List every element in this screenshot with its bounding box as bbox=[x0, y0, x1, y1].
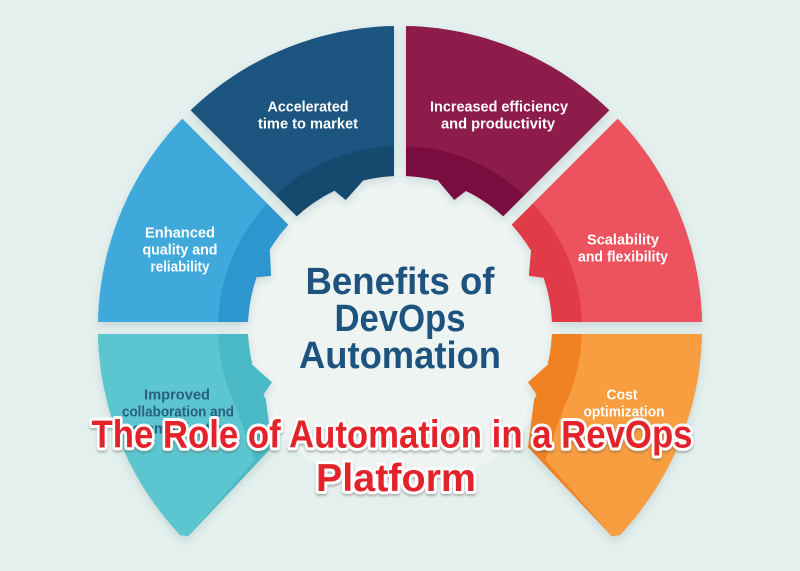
svg-text:Increased efficiency: Increased efficiency bbox=[430, 99, 569, 116]
svg-text:Platform: Platform bbox=[316, 457, 476, 500]
svg-text:time to market: time to market bbox=[258, 116, 358, 133]
svg-text:Benefits of: Benefits of bbox=[306, 261, 495, 303]
svg-text:Accelerated: Accelerated bbox=[268, 99, 349, 116]
svg-text:Scalability: Scalability bbox=[587, 232, 660, 249]
svg-text:quality and: quality and bbox=[143, 242, 218, 259]
svg-text:Automation: Automation bbox=[299, 335, 501, 377]
svg-text:and productivity: and productivity bbox=[441, 116, 556, 133]
svg-text:DevOps: DevOps bbox=[335, 298, 466, 340]
svg-text:reliability: reliability bbox=[151, 259, 211, 276]
svg-text:The Role of Automation in a Re: The Role of Automation in a RevOps bbox=[92, 414, 693, 457]
svg-text:Improved: Improved bbox=[144, 387, 210, 404]
svg-text:Enhanced: Enhanced bbox=[145, 225, 215, 242]
svg-text:communication: communication bbox=[124, 421, 232, 438]
svg-text:optimization: optimization bbox=[584, 404, 665, 421]
svg-text:Cost: Cost bbox=[607, 387, 638, 404]
svg-text:and flexibility: and flexibility bbox=[578, 249, 669, 266]
svg-text:collaboration and: collaboration and bbox=[122, 404, 234, 421]
